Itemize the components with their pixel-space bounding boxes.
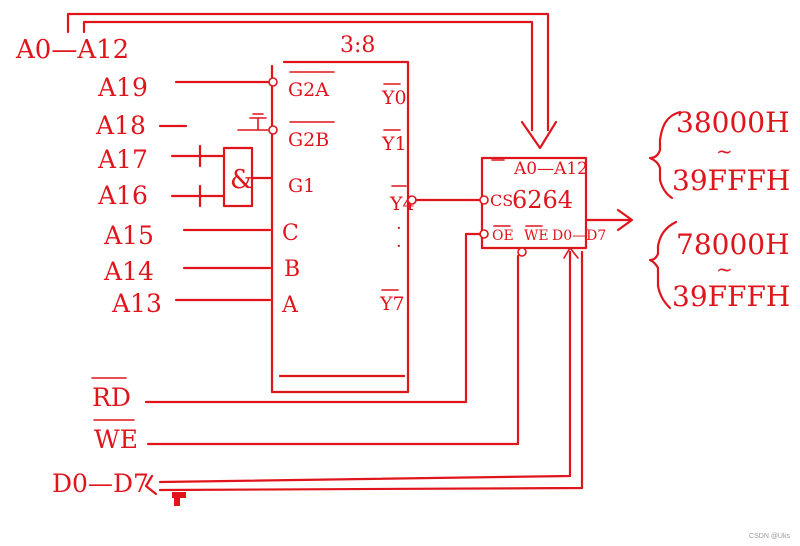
watermark: CSDN @Uks: [749, 533, 790, 540]
ram-chip-number: 6264: [512, 186, 573, 214]
ram-address-pins: A0—A12: [513, 159, 588, 179]
pin-g2b: G2B: [288, 129, 329, 151]
control-signals: RD WE D0—D7: [52, 232, 584, 498]
data-bus-wire-2: [158, 250, 584, 492]
range-1-sep: ~: [716, 139, 733, 163]
ram-6264: A0—A12 CS 6264 OE WE D0—D7: [479, 156, 606, 257]
we-label: WE: [94, 425, 138, 454]
range-1-brace: [648, 110, 682, 200]
memory-ranges: 38000H ~ 39FFFH 78000H ~ 39FFFH: [648, 106, 790, 313]
ram-oe-pin: OE: [492, 228, 514, 244]
label-a16: A16: [97, 181, 148, 210]
range-1-start: 38000H: [676, 106, 790, 139]
data-bus-wire-1: [158, 250, 572, 484]
wire-rd-to-oe: [144, 232, 482, 404]
g2a-inversion-bubble: [268, 77, 278, 87]
decoder-title: 3:8: [340, 33, 375, 58]
decoder-dots-2: ·: [396, 236, 402, 257]
range-2-end: 39FFFH: [672, 280, 790, 313]
decoder-dots-1: ·: [396, 218, 402, 239]
address-bus-label: A0—A12: [15, 35, 129, 65]
pin-y0: Y0: [381, 87, 407, 109]
label-a18: A18: [95, 111, 146, 140]
data-bus-arrowhead: [144, 474, 158, 496]
oe-inversion-bubble: [479, 229, 489, 239]
ram-cs-pin: CS: [490, 191, 513, 210]
label-a14: A14: [103, 257, 154, 286]
range-2-sep: ~: [716, 257, 733, 281]
data-bus-label: D0—D7: [52, 469, 149, 498]
and-gate-label: &: [230, 165, 253, 195]
pin-y1: Y1: [381, 133, 407, 155]
g2b-inversion-bubble: [268, 125, 278, 135]
address-bus-wire-inner: [82, 20, 534, 132]
label-a17: A17: [97, 145, 148, 174]
cs-inversion-bubble: [479, 195, 489, 205]
decoder-body: [270, 60, 410, 394]
pin-b: B: [284, 257, 300, 282]
ram-data-pins: D0—D7: [552, 228, 606, 244]
data-bus-up-arrow: [563, 247, 579, 259]
y4-inversion-bubble: [407, 195, 417, 205]
decoder-74ls138: 3:8 G2A G2B G1 C B A Y0 Y1 Y4 · · Y7: [268, 33, 417, 394]
pin-a: A: [281, 293, 299, 318]
cursor-marker: [172, 492, 186, 506]
address-line-wires: [158, 80, 272, 302]
label-a15: A15: [103, 221, 154, 250]
range-2-brace: [648, 220, 678, 310]
address-line-labels: A19 A18 A17 A16 A15 A14 A13: [95, 73, 162, 318]
range-2-start: 78000H: [676, 228, 790, 261]
label-a19: A19: [97, 73, 148, 102]
address-bus-wire-outer: [66, 12, 550, 132]
ram-output-arrow: [584, 208, 634, 232]
address-bus-arrowhead: [520, 120, 558, 150]
ground-symbol: [237, 113, 269, 131]
wire-we-to-we: [146, 254, 520, 446]
pin-c: C: [282, 221, 299, 246]
label-a13: A13: [111, 289, 162, 318]
range-1-end: 39FFFH: [672, 164, 790, 197]
pin-g2a: G2A: [288, 79, 329, 101]
pin-g1: G1: [288, 175, 315, 197]
we-inversion-bubble: [517, 247, 527, 257]
and-gate: &: [222, 146, 274, 208]
ram-we-pin: WE: [524, 228, 549, 244]
pin-y7: Y7: [379, 293, 405, 315]
rd-label: RD: [92, 383, 131, 412]
